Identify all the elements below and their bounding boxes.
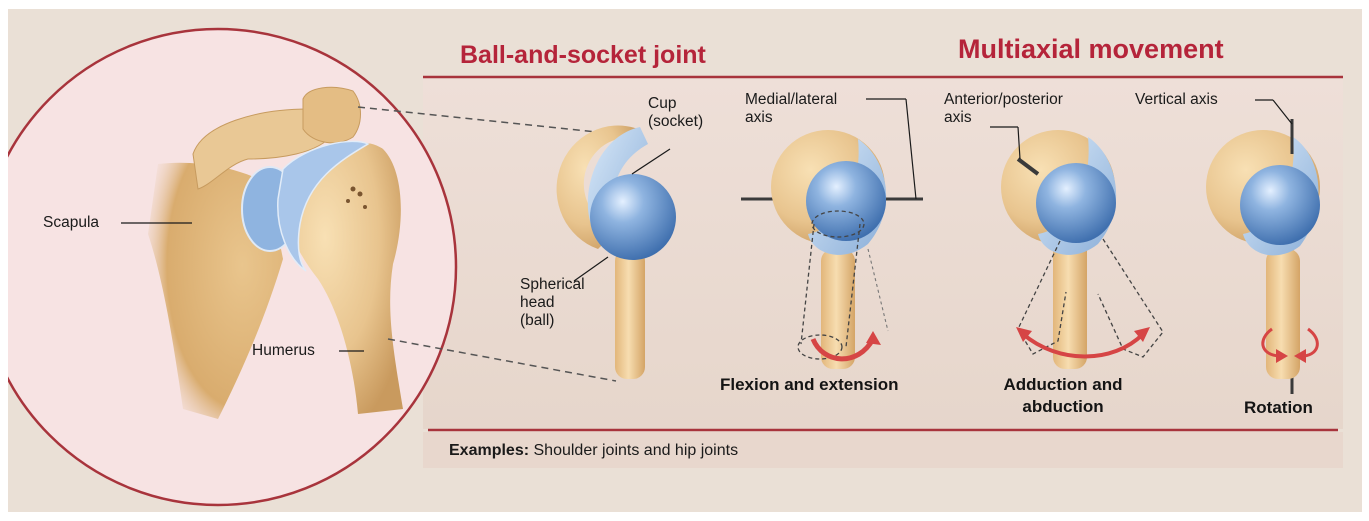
flexion-arrow	[810, 337, 876, 362]
label-humerus: Humerus	[252, 342, 315, 359]
label-head-line2: head	[520, 294, 555, 311]
heading-multiaxial-movement: Multiaxial movement	[958, 34, 1224, 64]
label-spherical-head: Spherical head (ball)	[520, 276, 585, 330]
rotation-arrow-left	[1261, 327, 1279, 358]
humerus-bone	[283, 141, 403, 414]
examples-line: Examples: Shoulder joints and hip joints	[449, 442, 738, 460]
label-head-line1: Spherical	[520, 276, 585, 293]
diagram-frame: Ball-and-socket joint Multiaxial movemen…	[8, 9, 1362, 512]
label-medial-lateral-line2: axis	[745, 109, 773, 126]
label-anterior-posterior-line2: axis	[944, 109, 972, 126]
caption-adduction-line1: Adduction and	[1003, 375, 1123, 394]
cup-leader	[631, 148, 671, 175]
caption-adduction-abduction: Adduction and abduction	[993, 374, 1133, 418]
adduction-arrow	[1021, 332, 1145, 359]
caption-flexion-extension: Flexion and extension	[720, 375, 899, 394]
label-anterior-posterior-axis: Anterior/posterior axis	[944, 91, 1063, 127]
rotation-arrow-right	[1303, 327, 1319, 358]
dashed-connector-bottom	[387, 338, 617, 382]
label-medial-lateral-line1: Medial/lateral	[745, 91, 838, 108]
label-vertical-axis: Vertical axis	[1135, 91, 1218, 108]
label-anterior-posterior-line1: Anterior/posterior	[944, 91, 1063, 108]
caption-rotation: Rotation	[1244, 398, 1313, 417]
ball-socket-model	[556, 125, 676, 379]
label-head-line3: (ball)	[520, 312, 555, 329]
label-cup-line2: (socket)	[648, 113, 704, 130]
rotation-model	[1206, 99, 1320, 394]
coracoid	[302, 86, 361, 144]
adduction-model	[990, 126, 1164, 369]
diagram-artwork	[8, 27, 1343, 507]
heading-ball-and-socket: Ball-and-socket joint	[460, 41, 706, 69]
label-scapula: Scapula	[43, 214, 100, 231]
examples-text: Shoulder joints and hip joints	[533, 442, 739, 459]
label-cup: Cup (socket)	[648, 95, 703, 131]
label-cup-line1: Cup	[648, 95, 677, 112]
head-leader	[573, 256, 609, 282]
model-socket-bone	[556, 125, 638, 249]
flexion-model	[741, 98, 923, 369]
model-shaft	[615, 249, 645, 379]
dashed-connector-top	[357, 106, 607, 134]
examples-label: Examples:	[449, 442, 530, 459]
label-medial-lateral-axis: Medial/lateral axis	[745, 91, 837, 127]
model-ball	[590, 174, 676, 260]
anterior-posterior-axis	[1016, 157, 1040, 176]
movement-panel	[423, 77, 1343, 429]
caption-adduction-line2: abduction	[1022, 397, 1104, 416]
shoulder-illustration	[121, 86, 617, 420]
examples-band	[423, 432, 1343, 468]
humeral-head-cartilage	[277, 140, 370, 272]
